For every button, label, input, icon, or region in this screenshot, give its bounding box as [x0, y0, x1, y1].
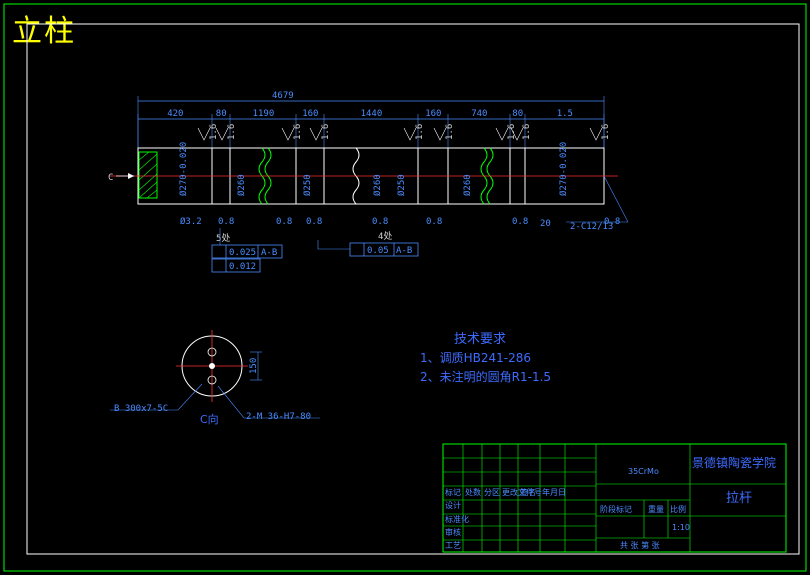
- title-block-row-label: 分区: [484, 488, 500, 497]
- title-block-label: 工艺: [445, 541, 461, 550]
- title-block: 35CrMo 景德镇陶瓷学院 拉杆 1:10 阶段标记 重量 比例 共 张 第 …: [442, 443, 787, 553]
- tech-requirements: 技术要求 1、调质HB241-286 2、未注明的圆角R1-1.5: [420, 332, 551, 384]
- tolerance-right-label: 2-C12/13: [570, 222, 613, 232]
- segment-dim-label: 420: [167, 109, 183, 119]
- roughness-symbol: [433, 127, 447, 141]
- roughness-symbol: [309, 127, 323, 141]
- title-block-label: 审核: [445, 527, 461, 537]
- mid-tol-value: 0.05: [367, 246, 389, 256]
- left-count-label: 5处: [216, 232, 230, 244]
- material-label: 35CrMo: [628, 467, 659, 476]
- scale-label: 比例: [670, 504, 686, 514]
- overall-length-label: 4679: [272, 91, 294, 101]
- part-name: 拉杆: [726, 491, 752, 506]
- outer-frame: [3, 3, 807, 572]
- diameter-label: Ø270-0.020: [558, 142, 569, 196]
- segment-dim-label: 80: [216, 109, 227, 119]
- title-block-label: 标准化: [445, 514, 469, 524]
- section-right-note: 2-M 36-H7-80: [246, 412, 311, 422]
- roughness-symbol: [510, 127, 524, 141]
- scale-value: 1:10: [672, 523, 690, 532]
- weight-label: 重量: [648, 504, 664, 514]
- bottom-dim-label: 0.8: [218, 217, 234, 227]
- tech-item-2: 2、未注明的圆角R1-1.5: [420, 369, 551, 384]
- roughness-symbol: [281, 127, 295, 141]
- roughness-symbol: [215, 127, 229, 141]
- left-tol-datum: A-B: [261, 248, 277, 258]
- title-block-row-label: 签名: [520, 487, 536, 497]
- tech-item-1: 1、调质HB241-286: [420, 351, 531, 365]
- diameter-label: Ø260: [236, 174, 247, 196]
- bottom-dim-label: 0.8: [426, 217, 442, 227]
- tolerance-callout-left: 5处 0.025 A-B 0.012: [211, 228, 283, 273]
- segment-dim-label: 160: [302, 109, 318, 119]
- diameter-label: Ø260: [372, 174, 383, 196]
- roughness-symbol: [403, 127, 417, 141]
- roughness-symbol: [197, 127, 211, 141]
- inner-frame: [26, 23, 800, 555]
- bottom-dim-label: 0.8: [306, 217, 322, 227]
- left-tol-value: 0.025: [229, 248, 256, 258]
- roughness-symbol: [589, 127, 603, 141]
- diameter-label: Ø260: [462, 174, 473, 196]
- diameter-label: Ø250: [302, 174, 313, 196]
- roughness-label: 1.6: [601, 124, 611, 140]
- title-block-label: 设计: [445, 500, 461, 510]
- segment-dim-label: 1190: [253, 109, 275, 119]
- segment-dim-label: 160: [425, 109, 441, 119]
- diameter-label: Ø250: [396, 174, 407, 196]
- left-tol-value-2: 0.012: [229, 262, 256, 272]
- roughness-label: 1.6: [507, 124, 517, 140]
- section-dim-label: 150: [249, 358, 259, 374]
- roughness-label: 1.6: [293, 124, 303, 140]
- bottom-dim-label: Ø3.2: [180, 216, 202, 227]
- chamfer-right-label: 20: [540, 219, 551, 229]
- tech-heading: 技术要求: [454, 332, 506, 347]
- section-label: C向: [200, 412, 219, 426]
- title-block-row-label: 年月日: [542, 487, 566, 497]
- segment-dim-label: 740: [471, 109, 487, 119]
- roughness-label: 1.6: [209, 124, 219, 140]
- roughness-label: 1.6: [445, 124, 455, 140]
- diameter-label: Ø270-0.020: [178, 142, 189, 196]
- segment-dim-label: 80: [512, 109, 523, 119]
- section-view-c: 150 B 300x7-5C 2-M 36-H7-80 C向: [110, 330, 320, 426]
- roughness-symbol: [495, 127, 509, 141]
- title-block-row-label: 更改文件号: [502, 487, 542, 497]
- roughness-label: 1.6: [227, 124, 237, 140]
- title-block-row-label: 标记: [445, 487, 461, 497]
- school-name: 景德镇陶瓷学院: [692, 455, 776, 470]
- shaft-main-view: 4679 420 80 1190 160 1440 160 740 80 1.5 1.6 1.6 1…: [108, 91, 629, 232]
- roughness-label: 1.6: [415, 124, 425, 140]
- stage-label: 阶段标记: [600, 504, 632, 514]
- bottom-dim-label: 0.8: [276, 217, 292, 227]
- roughness-label: 1.6: [321, 124, 331, 140]
- page-title: 立柱: [12, 14, 76, 49]
- roughness-label: 1.6: [522, 124, 532, 140]
- bottom-dim-label: 0.8: [512, 217, 528, 227]
- section-left-note: B 300x7-5C: [114, 404, 168, 414]
- segment-dim-label: 1.5: [557, 109, 573, 119]
- mid-tol-datum: A-B: [396, 246, 412, 256]
- title-block-row-label: 处数: [465, 487, 481, 497]
- sheet-info: 共 张 第 张: [620, 540, 660, 550]
- view-c-marker: C: [108, 173, 113, 183]
- tolerance-callout-mid: 4处 0.05 A-B: [317, 230, 419, 257]
- mid-count-label: 4处: [378, 230, 392, 242]
- bottom-dim-label: 0.8: [372, 217, 388, 227]
- segment-dim-label: 1440: [361, 109, 383, 119]
